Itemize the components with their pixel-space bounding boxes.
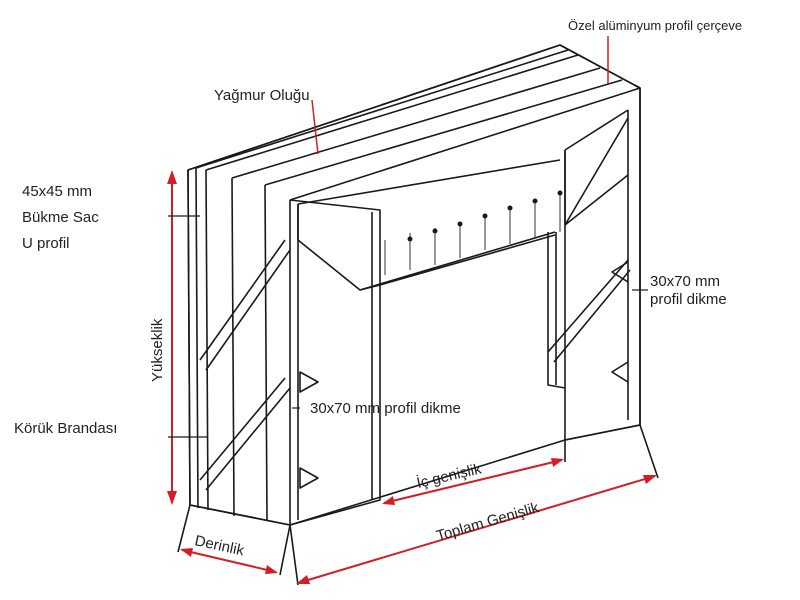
label-post-right-1: 30x70 mm xyxy=(650,273,720,290)
label-u-profile-2: Bükme Sac xyxy=(22,209,99,226)
label-post-right-2: profil dikme xyxy=(650,291,727,308)
left-bracing xyxy=(199,239,291,491)
label-bellows-tarp: Körük Brandası xyxy=(14,420,117,437)
inner-width-dimension xyxy=(383,459,563,504)
dimension-lines xyxy=(167,170,657,584)
inner-left-post xyxy=(289,199,381,526)
label-u-profile-3: U profil xyxy=(22,235,70,252)
inner-top-beam xyxy=(297,159,563,291)
label-post-center: 30x70 mm profil dikme xyxy=(310,400,461,417)
leader-lines xyxy=(168,36,648,438)
label-height: Yükseklik xyxy=(149,318,166,382)
label-rain-gutter: Yağmur Oluğu xyxy=(214,87,310,104)
labels: Özel alüminyum profil çerçeve Yağmur Olu… xyxy=(14,18,742,559)
right-post xyxy=(547,88,659,479)
label-total-width: Toplam Genişlik xyxy=(434,499,541,545)
front-frame xyxy=(177,44,641,586)
total-width-dimension xyxy=(297,475,656,584)
hanging-pins xyxy=(384,190,563,275)
depth-dimension xyxy=(181,549,277,573)
label-u-profile-1: 45x45 mm xyxy=(22,183,92,200)
label-frame-top: Özel alüminyum profil çerçeve xyxy=(568,18,742,33)
